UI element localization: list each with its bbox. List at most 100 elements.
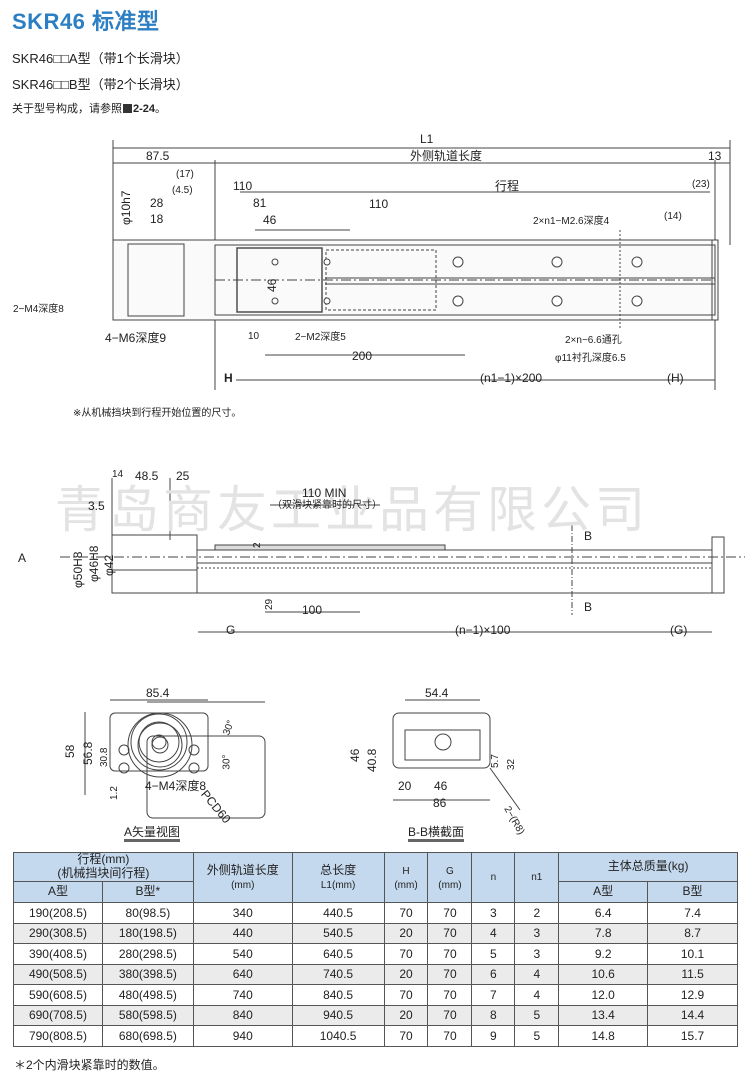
header-h: H(mm) (383, 852, 429, 903)
table-cell: 7.8 (558, 922, 649, 944)
table-cell: 4 (514, 984, 560, 1006)
dim-110-b: 110 (369, 197, 389, 211)
table-cell: 8.7 (647, 922, 738, 944)
table-cell: 7.4 (647, 902, 738, 924)
header-rail: 外侧轨道长度(mm) (192, 852, 293, 903)
table-cell: 70 (383, 1025, 429, 1047)
callout-counterbore: φ11衬孔深度6.5 (555, 353, 626, 364)
table-cell: 640 (192, 963, 293, 985)
mounting-holes (271, 256, 643, 307)
callout-m6: 4−M6深度9 (105, 331, 167, 345)
dim-32: 32 (506, 758, 517, 770)
table-cell: 6 (471, 963, 516, 985)
a-view-caption: A矢量视图 (124, 826, 181, 842)
dim-110-min-note: （双滑块紧靠时的尺寸） (272, 500, 382, 511)
table-cell: 290(308.5) (13, 922, 103, 944)
dim-17: (17) (176, 169, 194, 180)
table-cell: 340 (192, 902, 293, 924)
table-cell: 5 (514, 1004, 560, 1026)
table-cell: 490(508.5) (13, 963, 103, 985)
table-cell: 790(808.5) (13, 1025, 103, 1047)
table-cell: 14.4 (647, 1004, 738, 1026)
header-g-label: G (446, 865, 454, 877)
dim-14: (14) (664, 211, 682, 222)
dim-rail-length: 外侧轨道长度 (410, 149, 483, 163)
table-cell: 4 (471, 922, 516, 944)
table-cell: 940.5 (291, 1004, 385, 1026)
dim-13: 13 (708, 149, 722, 163)
table-cell: 70 (427, 984, 473, 1006)
table-cell: 1040.5 (291, 1025, 385, 1047)
table-cell: 20 (383, 922, 429, 944)
table-cell: 740.5 (291, 963, 385, 985)
table-cell: 12.9 (647, 984, 738, 1006)
table-cell: 840 (192, 1004, 293, 1026)
dim-86: 86 (433, 796, 447, 810)
header-stroke-label: 行程(mm) (77, 852, 130, 867)
dim-g-paren: (G) (670, 623, 688, 637)
table-cell: 13.4 (558, 1004, 649, 1026)
table-cell: 12.0 (558, 984, 649, 1006)
header-mass-b: B型 (647, 881, 738, 903)
table-cell: 5 (514, 1025, 560, 1047)
reference-page[interactable]: 2-24 (133, 103, 156, 115)
header-total-label: 总长度 (320, 862, 357, 877)
table-cell: 70 (427, 963, 473, 985)
table-cell: 6.4 (558, 902, 649, 924)
dim-85-4: 85.4 (146, 686, 170, 700)
dim-30-8: 30.8 (99, 747, 110, 767)
table-cell: 9 (471, 1025, 516, 1047)
table-cell: 9.2 (558, 943, 649, 965)
header-stroke-b: B型* (101, 881, 194, 903)
dim-2: 2 (252, 542, 263, 548)
dim-phi50h8: φ50H8 (71, 551, 85, 588)
table-cell: 70 (383, 984, 429, 1006)
table-cell: 7 (471, 984, 516, 1006)
dim-81: 81 (253, 196, 267, 210)
callout-m4-depth: 4−M4深度8 (145, 779, 207, 793)
table-cell: 70 (383, 943, 429, 965)
dim-phi46h8: φ46H8 (87, 545, 101, 582)
table-cell: 2 (514, 902, 560, 924)
angle-30-bottom: 30° (221, 754, 233, 770)
header-total-unit: L1(mm) (320, 879, 356, 891)
dim-40-8: 40.8 (365, 748, 379, 772)
table-cell: 840.5 (291, 984, 385, 1006)
dim-46: 46 (263, 213, 277, 227)
header-h-label: H (402, 865, 410, 877)
table-cell: 10.1 (647, 943, 738, 965)
dim-n1-200: (n1−1)×200 (480, 371, 543, 385)
dim-5-7: 5.7 (490, 754, 501, 768)
dim-46-width: 46 (434, 779, 448, 793)
dim-29: 29 (264, 598, 275, 610)
table-cell: 70 (383, 902, 429, 924)
bb-section-drawing (392, 699, 521, 811)
dim-110-a: 110 (233, 179, 253, 193)
dim-3-5: 3.5 (88, 499, 105, 513)
table-cell: 8 (471, 1004, 516, 1026)
bb-section-caption: B-B横截面 (408, 826, 465, 842)
dim-58: 58 (63, 744, 77, 758)
dim-phi10h7: φ10h7 (119, 190, 133, 225)
table-cell: 70 (427, 943, 473, 965)
table-cell: 940 (192, 1025, 293, 1047)
dim-28: 28 (150, 196, 164, 210)
dim-56-8: 56.8 (81, 741, 95, 765)
table-cell: 690(708.5) (13, 1004, 103, 1026)
header-mass-a: A型 (558, 881, 649, 903)
dim-l1: L1 (420, 132, 434, 146)
view-a-marker: A (18, 551, 27, 565)
dim-48-5: 48.5 (135, 469, 159, 483)
table-cell: 590(608.5) (13, 984, 103, 1006)
page-title: SKR46 标准型 (12, 9, 160, 34)
dim-1-2: 1.2 (109, 786, 120, 800)
table-cell: 4 (514, 963, 560, 985)
header-total: 总长度 L1(mm) (291, 852, 385, 903)
